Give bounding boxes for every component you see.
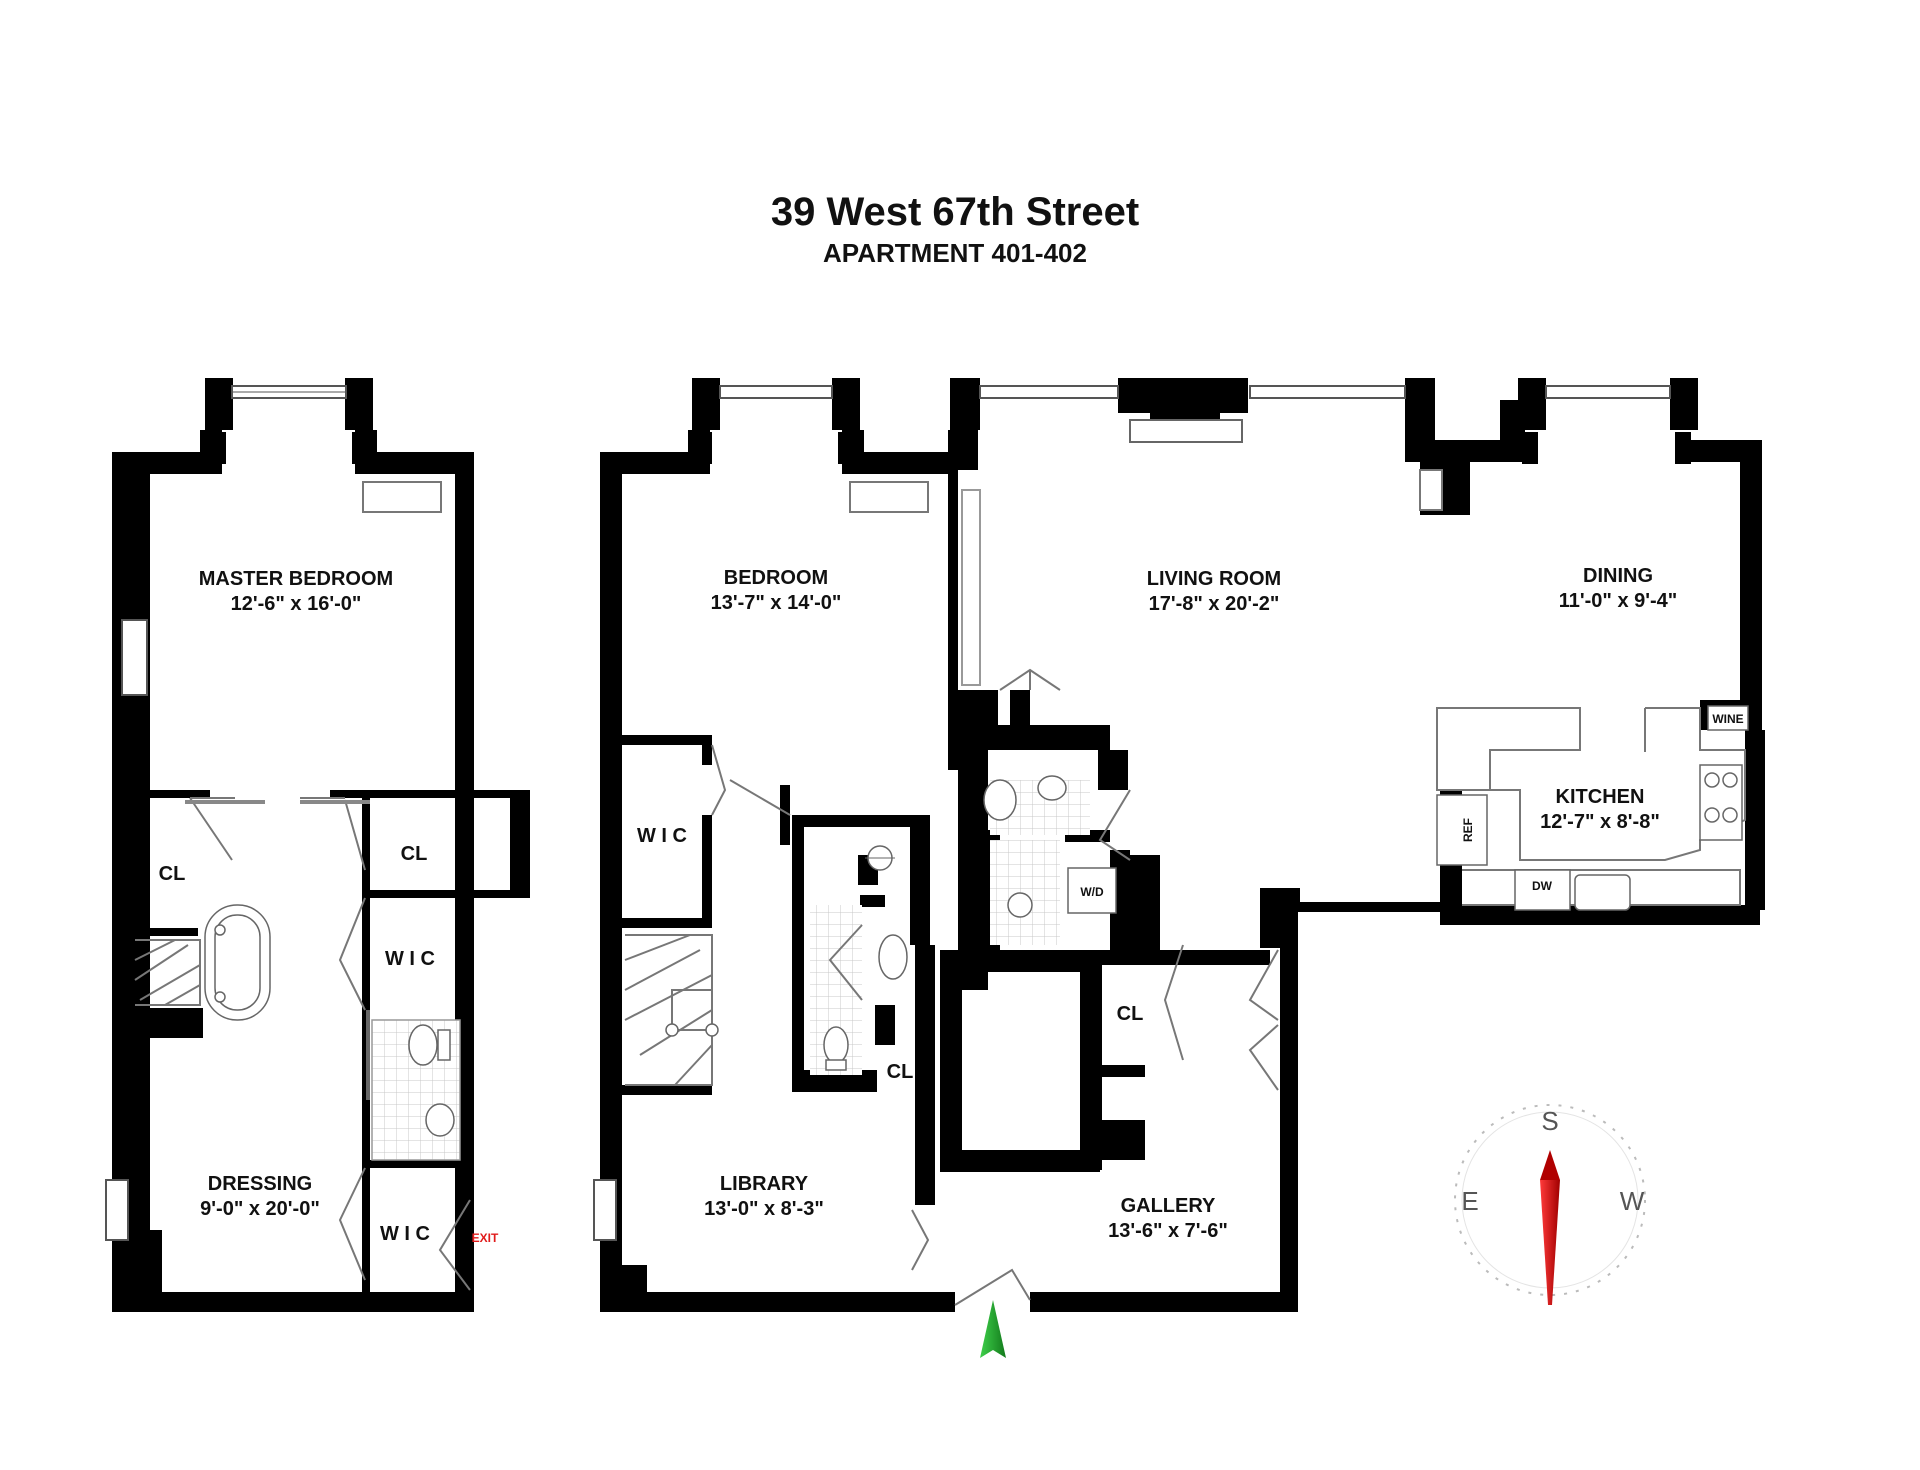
- fireplace-icon: [1129, 419, 1243, 443]
- washer-dryer-label: W/D: [1080, 885, 1104, 899]
- wic-label: W I C: [380, 1223, 430, 1245]
- toilet-icon: [983, 775, 1067, 918]
- bay-window-dining: [1545, 385, 1671, 399]
- window-left-side: [121, 619, 148, 696]
- stairs-left: [134, 939, 201, 1006]
- room-name-living-room: LIVING ROOM: [1147, 568, 1281, 590]
- refrigerator-icon: [1436, 794, 1488, 866]
- closet-label: CL: [401, 843, 428, 865]
- compass-east-label: E: [1461, 1186, 1478, 1216]
- room-name-kitchen: KITCHEN: [1556, 786, 1645, 808]
- room-dims-master-bedroom: 12'-6" x 16'-0": [231, 593, 362, 615]
- walls-left: [112, 378, 530, 1312]
- toilet-icon: [823, 934, 908, 1071]
- washer-dryer-icon: [1067, 867, 1117, 914]
- refrigerator-label: REF: [1461, 818, 1475, 842]
- room-dims-library: 13'-0" x 8'-3": [704, 1198, 824, 1220]
- room-dims-gallery: 13'-6" x 7'-6": [1108, 1220, 1228, 1242]
- toilet-icon: [408, 1024, 455, 1137]
- room-dims-dressing: 9'-0" x 20'-0": [200, 1198, 320, 1220]
- wic-label: W I C: [385, 948, 435, 970]
- kitchen-sink-icon: [1574, 874, 1631, 911]
- closet-label: CL: [887, 1061, 914, 1083]
- compass-west-label: W: [1620, 1186, 1645, 1216]
- room-name-gallery: GALLERY: [1121, 1195, 1216, 1217]
- unit-left: [105, 378, 530, 1312]
- radiator-master: [362, 481, 442, 513]
- room-name-bedroom: BEDROOM: [724, 567, 828, 589]
- room-name-library: LIBRARY: [720, 1173, 809, 1195]
- room-dims-living-room: 17'-8" x 20'-2": [1149, 593, 1280, 615]
- room-name-dining: DINING: [1583, 565, 1653, 587]
- sink-icon: [865, 845, 895, 871]
- compass-south-label: S: [1541, 1106, 1558, 1136]
- stairs-right: [624, 934, 719, 1086]
- room-name-master-bedroom: MASTER BEDROOM: [199, 568, 393, 590]
- bay-window-bedroom: [719, 385, 833, 399]
- window-library: [593, 1179, 617, 1241]
- wic-label: W I C: [637, 825, 687, 847]
- room-name-dressing: DRESSING: [208, 1173, 312, 1195]
- closet-label: CL: [159, 863, 186, 885]
- stove-icon: [1699, 764, 1743, 841]
- window-dressing: [105, 1179, 129, 1241]
- room-dims-kitchen: 12'-7" x 8'-8": [1540, 811, 1660, 833]
- bathtub-icon: [204, 904, 271, 1021]
- compass-icon: S E W: [1454, 1104, 1646, 1305]
- dishwasher-icon: [1514, 869, 1571, 911]
- unit-right: W/D REF DW WINE: [593, 378, 1765, 1312]
- room-dims-bedroom: 13'-7" x 14'-0": [711, 592, 842, 614]
- radiator-bedroom: [849, 481, 929, 513]
- room-dims-dining: 11'-0" x 9'-4": [1559, 590, 1678, 612]
- bay-window-master: [231, 385, 347, 399]
- page-subtitle: APARTMENT 401-402: [823, 238, 1087, 268]
- dishwasher-label: DW: [1532, 879, 1553, 893]
- wine-label: WINE: [1712, 712, 1743, 726]
- exit-label: EXIT: [472, 1231, 499, 1245]
- page-title: 39 West 67th Street: [771, 190, 1139, 234]
- walls-right: [600, 378, 1765, 1312]
- entry-arrow-icon: [980, 1300, 1006, 1358]
- windows-living: [979, 385, 1406, 399]
- closet-label: CL: [1117, 1003, 1144, 1025]
- wine-cooler-icon: [1707, 705, 1749, 731]
